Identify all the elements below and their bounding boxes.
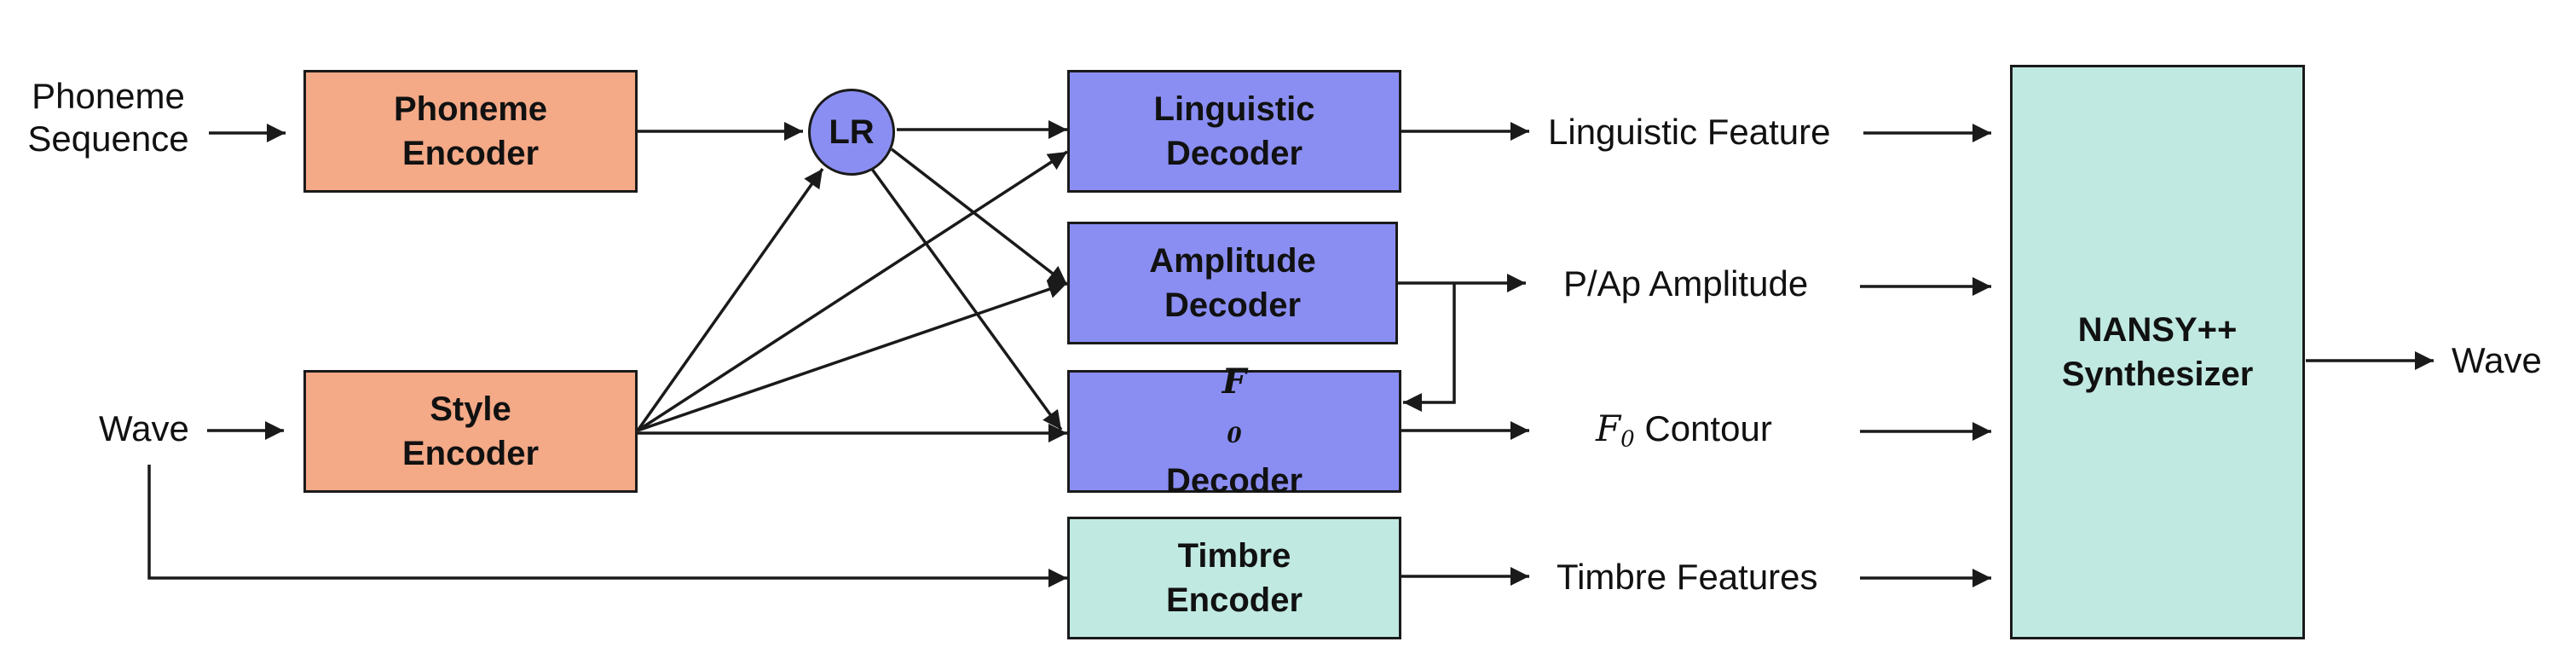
synthesizer-line2: Synthesizer bbox=[2061, 356, 2254, 393]
f0-decoder-line2: Decoder bbox=[1165, 461, 1303, 500]
arrow-style-to-amplitude-decoder bbox=[637, 280, 1068, 432]
phoneme-sequence-label: Phoneme Sequence bbox=[19, 75, 198, 160]
f0-contour-subscript: 0 bbox=[1620, 426, 1635, 453]
wave-input-label: Wave bbox=[99, 408, 189, 448]
f0-decoder-symbol: F bbox=[1222, 361, 1247, 402]
arrow-lr-to-amplitude-decoder bbox=[890, 147, 1069, 286]
phoneme-label-line2: Sequence bbox=[27, 119, 189, 159]
synthesizer-line1: NANSY++ bbox=[2077, 311, 2238, 349]
nansy-synthesizer-block: NANSY++ Synthesizer bbox=[2010, 65, 2305, 639]
phoneme-label-line1: Phoneme bbox=[32, 76, 185, 116]
linguistic-decoder-line1: Linguistic bbox=[1153, 90, 1315, 128]
amplitude-decoder-line2: Decoder bbox=[1164, 286, 1302, 324]
timbre-encoder-line1: Timbre bbox=[1177, 537, 1291, 575]
timbre-encoder-line2: Encoder bbox=[1165, 581, 1303, 619]
style-encoder-line1: Style bbox=[430, 390, 511, 428]
linguistic-decoder-block: Linguistic Decoder bbox=[1067, 70, 1401, 193]
amplitude-decoder-block: Amplitude Decoder bbox=[1067, 222, 1398, 344]
amplitude-feature-label: P/Ap Amplitude bbox=[1563, 263, 1809, 304]
phoneme-encoder-line1: Phoneme bbox=[393, 90, 548, 128]
f0-decoder-subscript: 0 bbox=[1227, 423, 1242, 448]
linguistic-decoder-line2: Decoder bbox=[1165, 135, 1303, 172]
linguistic-feature-label: Linguistic Feature bbox=[1548, 112, 1831, 152]
phoneme-encoder-block: Phoneme Encoder bbox=[303, 70, 638, 193]
arrow-style-to-lr bbox=[636, 167, 824, 432]
f0-contour-label: F0 Contour bbox=[1596, 408, 1772, 461]
lr-length-regulator: LR bbox=[808, 89, 895, 176]
amplitude-decoder-line1: Amplitude bbox=[1149, 242, 1316, 280]
style-encoder-line2: Encoder bbox=[401, 435, 540, 472]
style-encoder-block: Style Encoder bbox=[303, 370, 638, 493]
timbre-features-label: Timbre Features bbox=[1557, 557, 1818, 597]
wave-output-label: Wave bbox=[2452, 340, 2542, 380]
arrow-lr-to-f0-decoder bbox=[869, 166, 1063, 431]
timbre-encoder-block: Timbre Encoder bbox=[1067, 517, 1401, 639]
arrow-wave-to-timbre-encoder bbox=[147, 465, 1067, 587]
arrow-amplitude-to-f0-feedback bbox=[1403, 283, 1456, 412]
f0-contour-text: Contour bbox=[1634, 408, 1772, 448]
f0-contour-symbol: F bbox=[1596, 408, 1621, 449]
arrow-style-to-linguistic-decoder bbox=[637, 150, 1068, 432]
phoneme-encoder-line2: Encoder bbox=[401, 135, 540, 172]
